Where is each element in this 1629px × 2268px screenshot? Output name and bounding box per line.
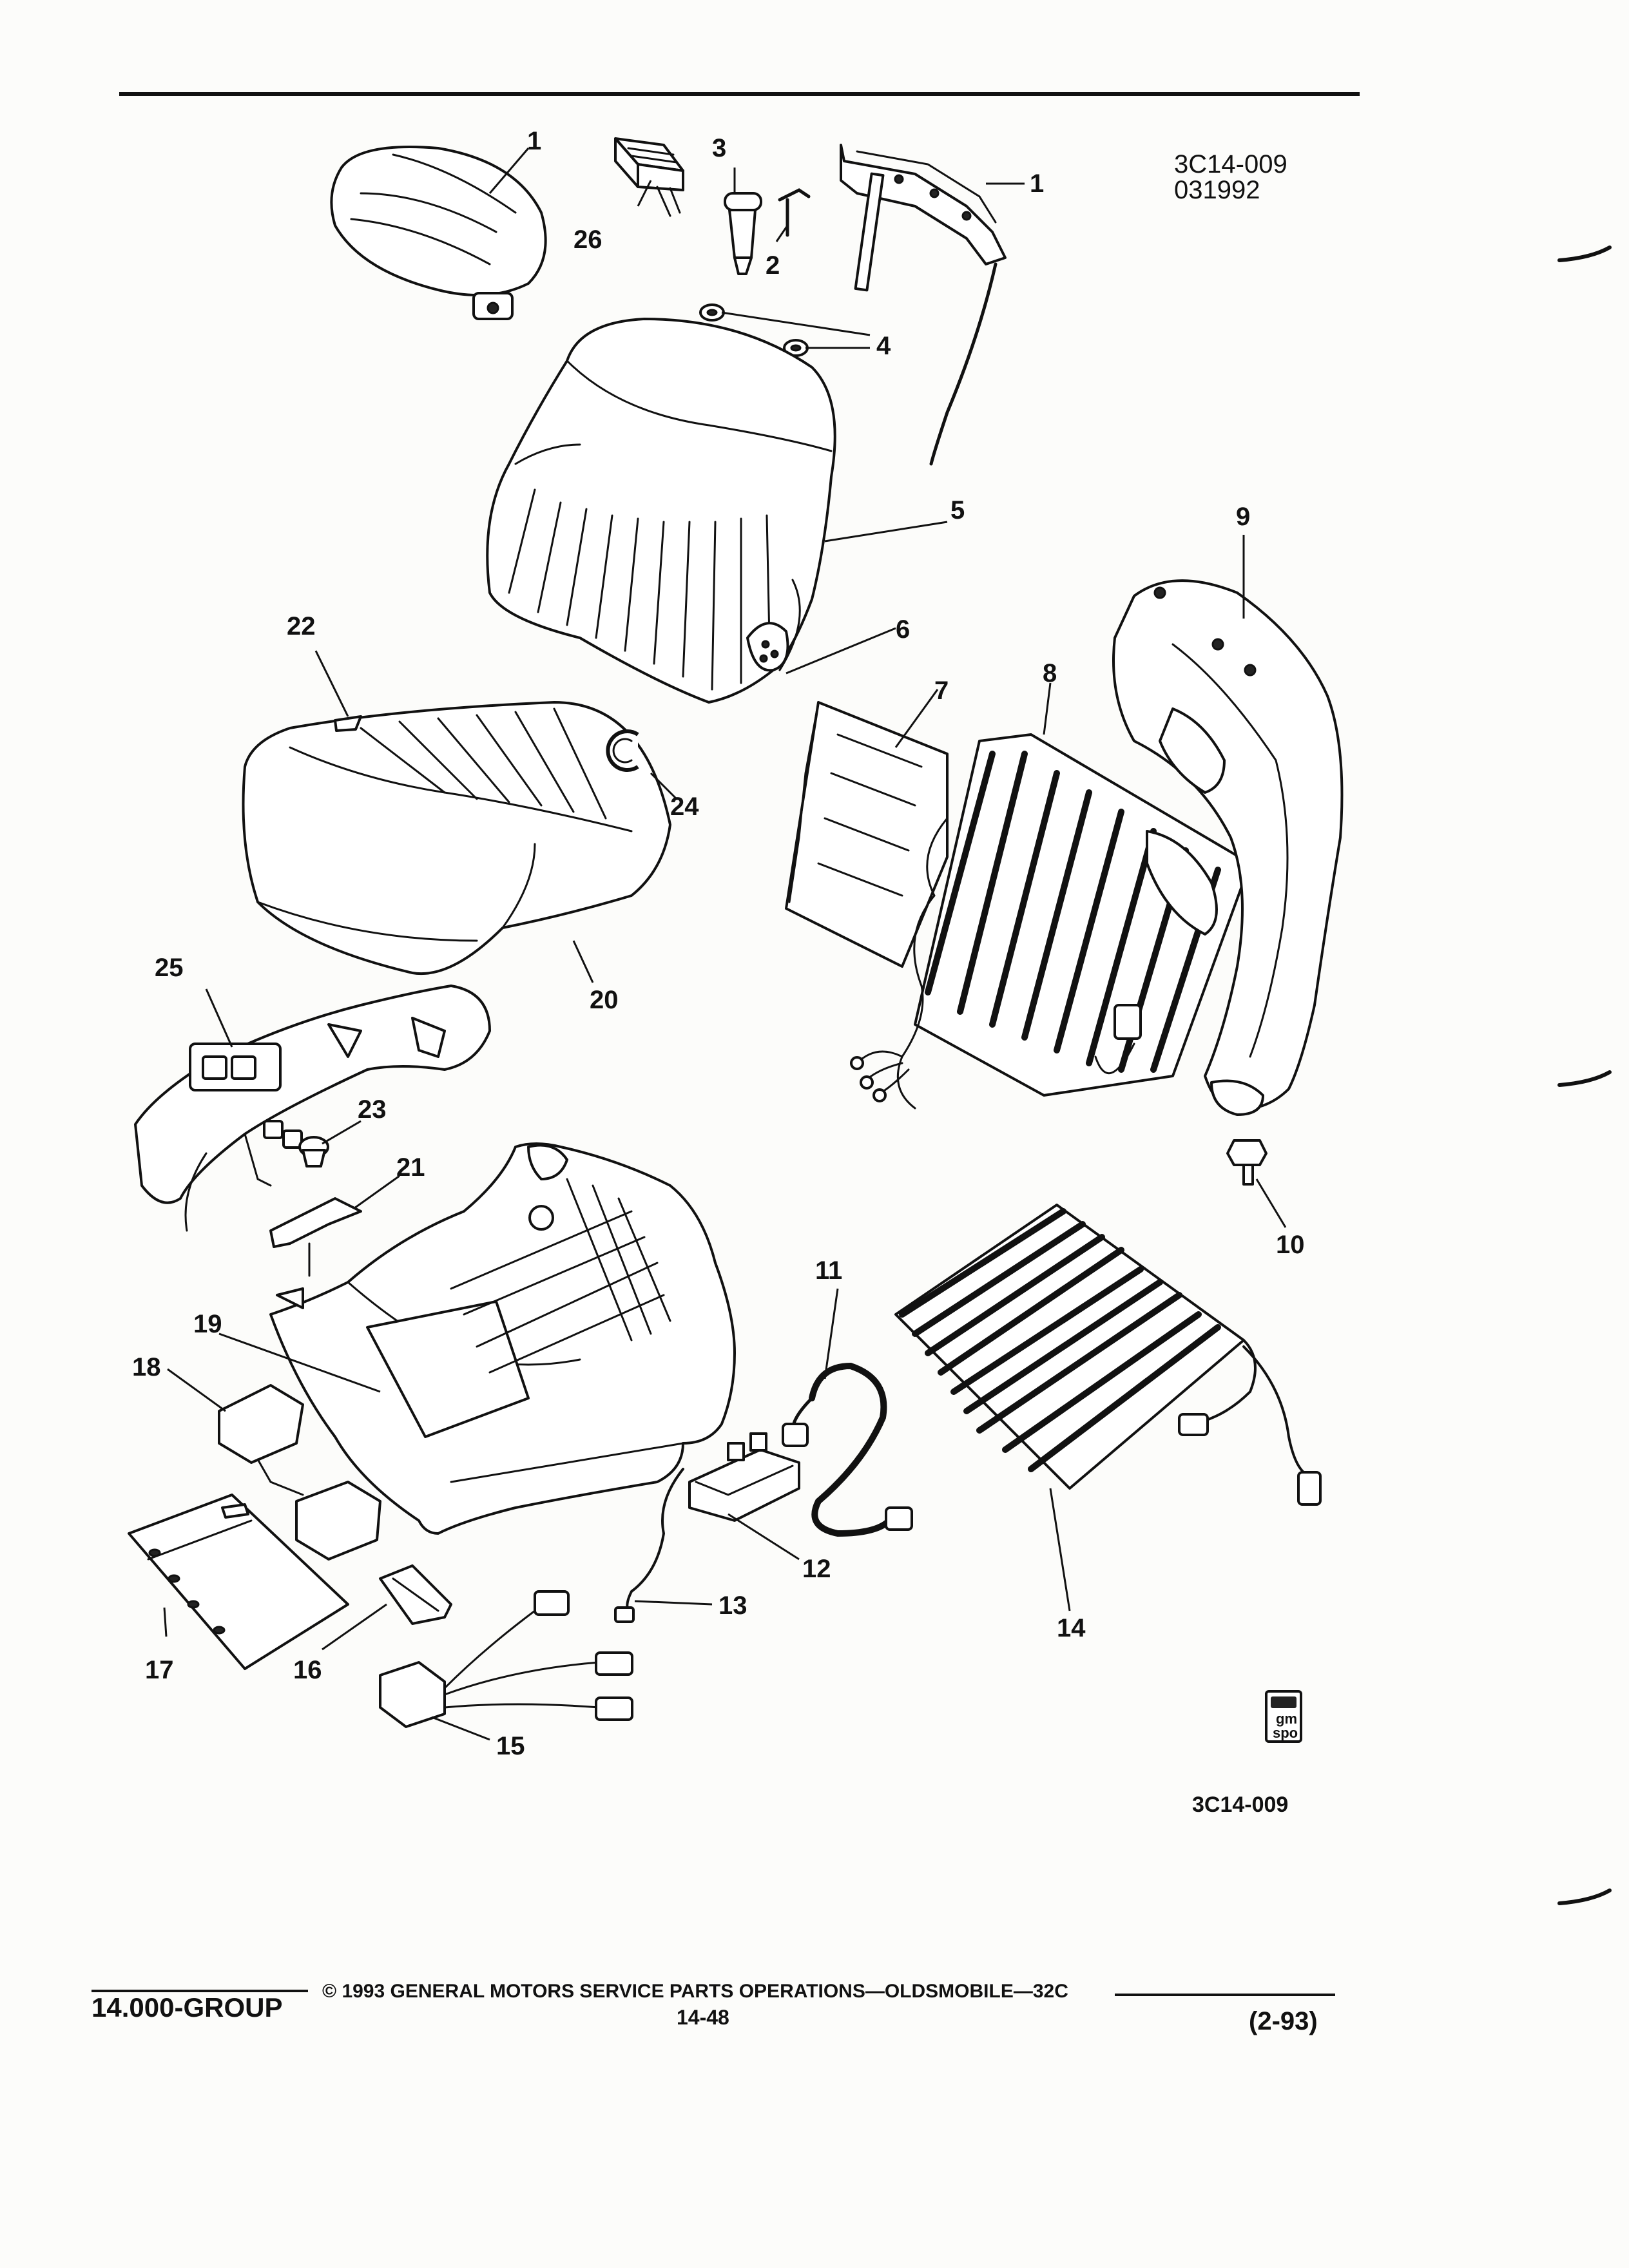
page-footer: 14.000-GROUP © 1993 GENERAL MOTORS SERVI… (92, 1981, 1335, 2035)
leader-lines (163, 148, 1287, 1741)
gm-spo-logo: gm spo (1265, 1690, 1302, 1743)
callout-3: 3 (712, 134, 726, 162)
callout-4: 4 (876, 332, 891, 360)
footer-group: 14.000-GROUP (92, 1992, 282, 2023)
callout-16: 16 (293, 1656, 322, 1684)
figure-date-code: 031992 (1174, 176, 1260, 204)
callout-11: 11 (815, 1256, 842, 1285)
part-12-switch-module (688, 1432, 800, 1522)
callout-1: 1 (527, 127, 541, 155)
callout-17: 17 (145, 1656, 174, 1684)
callout-19: 19 (193, 1310, 222, 1338)
part-9-seat-back-frame (1112, 579, 1344, 1116)
part-10-bolt (1226, 1139, 1268, 1186)
footer-copyright: © 1993 GENERAL MOTORS SERVICE PARTS OPER… (322, 1981, 1068, 2002)
part-26-switch (614, 137, 684, 217)
callout-12: 12 (802, 1555, 831, 1583)
callout-14: 14 (1057, 1614, 1086, 1642)
part-25-switch-bezel (134, 985, 491, 1232)
callout-23: 23 (358, 1095, 387, 1124)
figure-id-top: 3C14-009 (1174, 150, 1287, 178)
footer-date: (2-93) (1249, 2007, 1318, 2035)
callout-9: 9 (1236, 503, 1250, 531)
callout-2: 2 (766, 251, 780, 280)
logo-line-2: spo (1273, 1725, 1298, 1741)
part-4-washers (699, 303, 809, 357)
callout-21: 21 (396, 1153, 425, 1182)
footer-page-number: 14-48 (677, 2006, 729, 2029)
logo-line-1: gm (1276, 1711, 1297, 1727)
part-15-relay-harness (379, 1590, 633, 1728)
callout-7: 7 (934, 677, 949, 705)
part-20-seat-cushion-cover (242, 701, 671, 975)
callout-25: 25 (155, 954, 184, 982)
callout-20: 20 (590, 986, 619, 1014)
callout-13: 13 (718, 1591, 747, 1620)
callout-15: 15 (496, 1732, 525, 1760)
callout-6: 6 (896, 615, 910, 644)
part-18-module (218, 1384, 381, 1561)
callout-22: 22 (287, 612, 316, 640)
part-11-harness (782, 1362, 913, 1537)
part-1-headrest (330, 146, 547, 320)
callout-1-bracket: 1 (1030, 169, 1044, 198)
scan-mark (1557, 245, 1612, 262)
part-24-ring (606, 729, 639, 772)
part-23-plug (298, 1136, 329, 1168)
callout-18: 18 (132, 1353, 161, 1381)
part-21-bracket (269, 1197, 362, 1277)
part-2-clip (778, 188, 811, 237)
callout-10: 10 (1276, 1231, 1305, 1259)
callout-24: 24 (670, 793, 699, 821)
part-19-seat-frame (269, 1142, 736, 1535)
part-13-harness-lead (614, 1468, 684, 1623)
callout-labels: 1 1 2 3 4 5 6 7 8 9 10 11 12 13 14 15 16… (132, 127, 1305, 1760)
part-14-cushion-heater (894, 1204, 1322, 1506)
callout-8: 8 (1043, 659, 1057, 687)
part-3-guide (724, 192, 762, 275)
part-16-bracket (379, 1564, 452, 1625)
callout-26: 26 (574, 226, 602, 254)
scan-mark (1557, 1888, 1612, 1905)
part-5-seat-back-cover (486, 318, 836, 704)
part-8-heater-element (850, 733, 1251, 1110)
scan-mark (1557, 1070, 1612, 1087)
callout-5: 5 (950, 496, 965, 524)
part-17-cover-panel (128, 1494, 349, 1670)
part-1-frame-bracket (840, 144, 1007, 466)
part-7-heating-pad (785, 701, 949, 968)
figure-id-bottom: 3C14-009 (1192, 1792, 1288, 1817)
